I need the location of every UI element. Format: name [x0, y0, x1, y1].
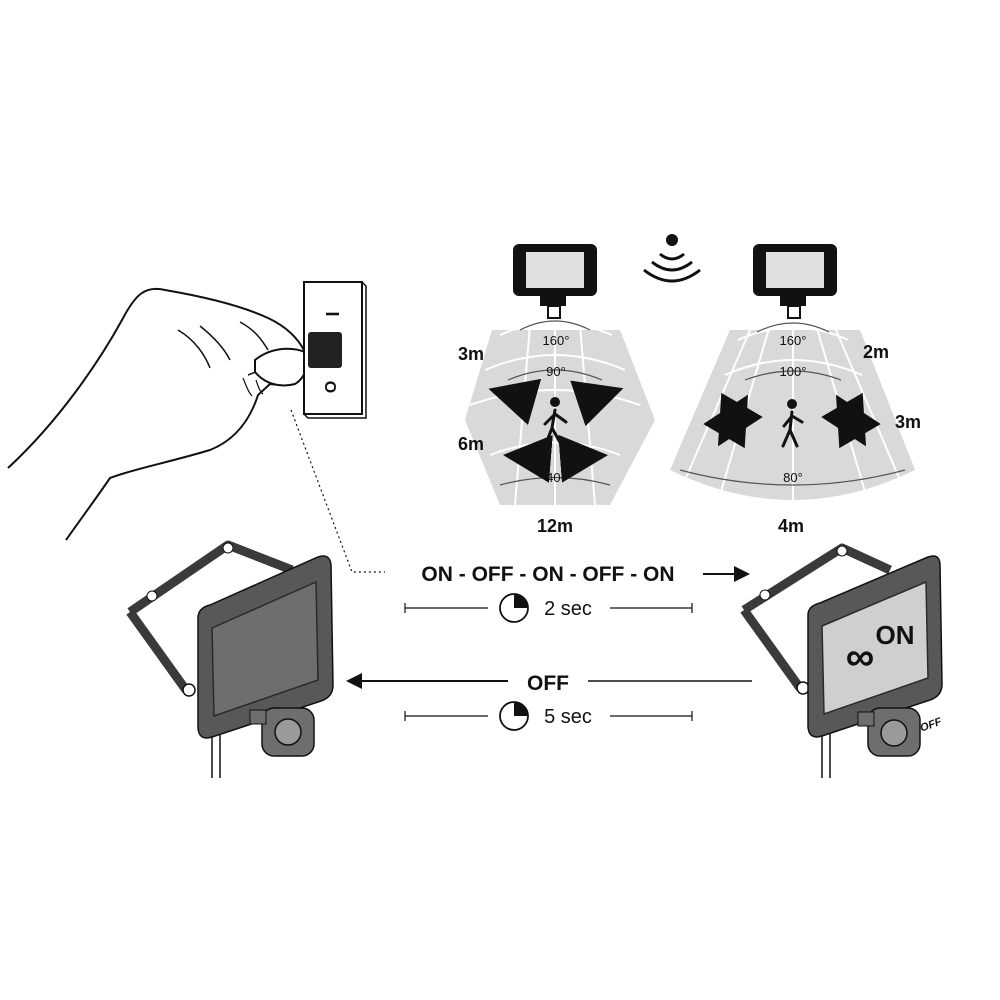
- walking-person-icon: [543, 397, 568, 448]
- lamp-icon-left: [513, 244, 597, 319]
- timer-icon: [499, 701, 529, 731]
- lamp-icon-right: [753, 244, 837, 319]
- switch-sequence-row: ON - OFF - ON - OFF - ON 2 sec: [404, 563, 750, 623]
- angle-label-left-3: 40°: [546, 470, 566, 485]
- infinity-symbol: ∞: [846, 635, 875, 679]
- switch-rocker[interactable]: [308, 332, 342, 368]
- lamp-on-text: ON: [876, 620, 915, 650]
- angle-label-right-1: 160°: [780, 333, 807, 348]
- floodlight-left: [126, 540, 334, 778]
- switch-off-symbol: O: [321, 381, 338, 393]
- connector-dotted-line: [290, 409, 385, 573]
- lamp-on-display: ∞ ON: [846, 620, 915, 679]
- distance-label-right-1: 2m: [863, 342, 889, 362]
- reset-sequence-row: OFF 5 sec: [346, 672, 752, 731]
- angle-label-right-3: 80°: [783, 470, 803, 485]
- sequence-duration-bracket: 2 sec: [404, 593, 693, 623]
- floodlight-right: ∞ ON OFF: [740, 543, 944, 778]
- timer-icon: [499, 593, 529, 623]
- motion-sensor-right: [857, 707, 921, 757]
- motion-sensor-left: [249, 707, 315, 757]
- sensor-off-label: OFF: [919, 716, 944, 735]
- sequence-duration: 2 sec: [544, 598, 592, 620]
- angle-label-left-2: 90°: [546, 364, 566, 379]
- hand-pressing-switch-illustration: I O: [7, 281, 385, 573]
- distance-label-left-2: 6m: [458, 434, 484, 454]
- hand-illustration: [7, 287, 307, 541]
- wireless-signal-icon: [643, 234, 701, 283]
- reset-duration: 5 sec: [544, 706, 592, 728]
- walking-person-icon: [781, 399, 804, 448]
- detection-diagram-left: 160° 90° 40° 3m 6m 12m: [458, 244, 655, 536]
- detection-diagram-right: 160° 100° 80° 2m 3m 4m: [670, 244, 921, 536]
- distance-label-left-1: 3m: [458, 344, 484, 364]
- distance-label-right-3: 4m: [778, 516, 804, 536]
- switch-on-symbol: I: [322, 311, 342, 316]
- reset-duration-bracket: 5 sec: [404, 701, 693, 731]
- distance-label-left-3: 12m: [537, 516, 573, 536]
- angle-label-left-1: 160°: [543, 333, 570, 348]
- angle-label-right-2: 100°: [780, 364, 807, 379]
- sequence-text: ON - OFF - ON - OFF - ON: [421, 563, 674, 586]
- distance-label-right-2: 3m: [895, 412, 921, 432]
- reset-off-text: OFF: [527, 672, 569, 695]
- wall-switch[interactable]: I O: [303, 281, 367, 419]
